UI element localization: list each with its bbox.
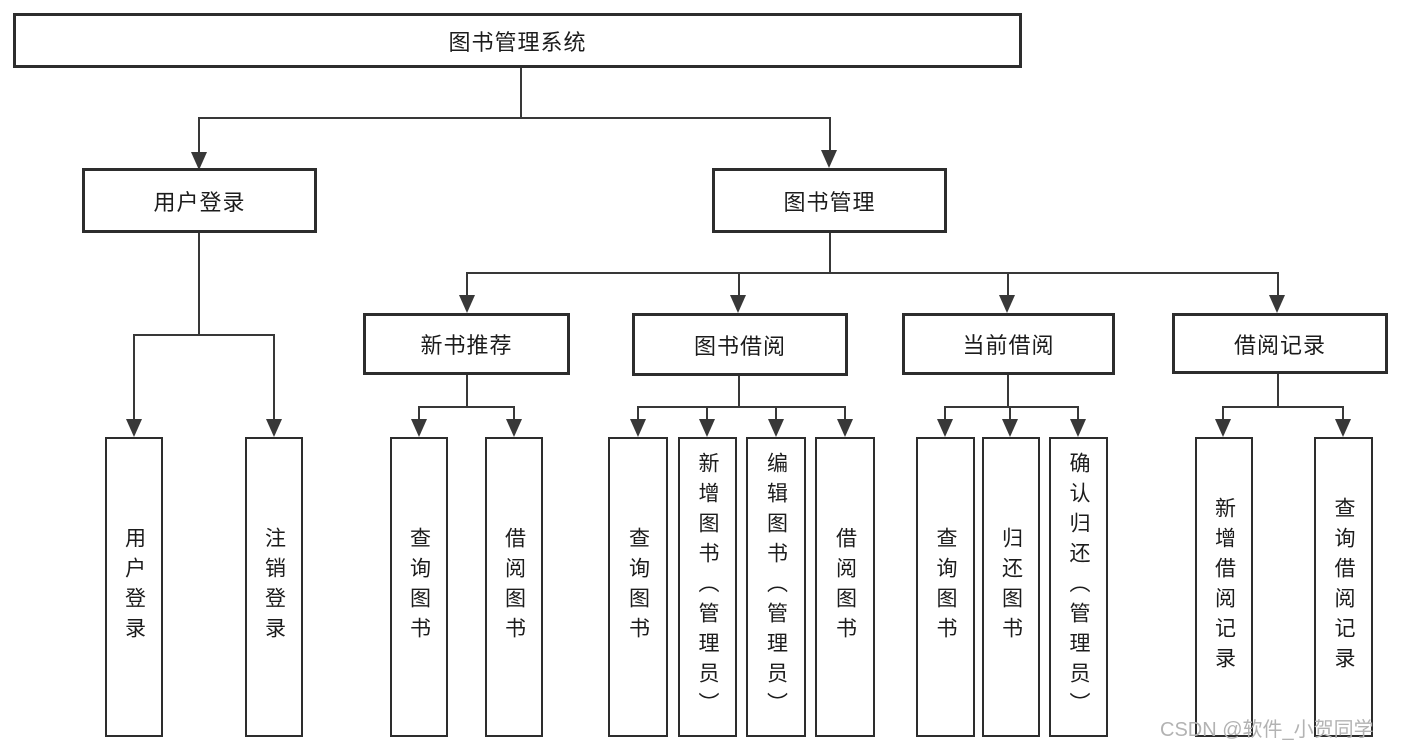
connector-line bbox=[1007, 373, 1009, 408]
connector-line bbox=[1277, 272, 1279, 300]
arrowhead-down-icon bbox=[999, 295, 1015, 313]
arrowhead-down-icon bbox=[459, 295, 475, 313]
leaf-label: 查询图书 bbox=[407, 527, 431, 647]
connector-line bbox=[466, 272, 1279, 274]
connector-line bbox=[198, 117, 831, 119]
leaf-label: 注销登录 bbox=[262, 527, 286, 647]
arrowhead-down-icon bbox=[191, 152, 207, 170]
connector-line bbox=[520, 66, 522, 118]
connector-line bbox=[944, 406, 1079, 408]
arrowhead-down-icon bbox=[699, 419, 715, 437]
arrowhead-down-icon bbox=[1215, 419, 1231, 437]
leaf-label: 确认归还（管理员） bbox=[1067, 452, 1090, 722]
leaf-label: 用户登录 bbox=[122, 527, 146, 647]
csdn-watermark: CSDN @软件_小贺同学 bbox=[1160, 719, 1374, 741]
arrowhead-down-icon bbox=[837, 419, 853, 437]
connector-line bbox=[418, 406, 515, 408]
node-leaf-logout: 注销登录 bbox=[245, 437, 303, 737]
node-leaf-confirm-return-admin: 确认归还（管理员） bbox=[1049, 437, 1108, 737]
connector-line bbox=[513, 406, 515, 424]
connector-line bbox=[1009, 406, 1011, 424]
leaf-label: 查询图书 bbox=[626, 527, 650, 647]
node-book-management: 图书管理 bbox=[712, 168, 947, 233]
arrowhead-down-icon bbox=[506, 419, 522, 437]
arrowhead-down-icon bbox=[266, 419, 282, 437]
connector-line bbox=[829, 117, 831, 154]
node-new-book-recommend: 新书推荐 bbox=[363, 313, 570, 375]
connector-line bbox=[829, 231, 831, 274]
node-leaf-return-books: 归还图书 bbox=[982, 437, 1040, 737]
arrowhead-down-icon bbox=[937, 419, 953, 437]
leaf-label: 借阅图书 bbox=[833, 527, 857, 647]
leaf-label: 查询图书 bbox=[934, 527, 957, 647]
arrowhead-down-icon bbox=[1269, 295, 1285, 313]
leaf-label: 查询借阅记录 bbox=[1332, 497, 1355, 677]
connector-line bbox=[133, 334, 275, 336]
leaf-label: 借阅图书 bbox=[502, 527, 526, 647]
connector-line bbox=[198, 117, 200, 155]
connector-line bbox=[1277, 372, 1279, 408]
node-book-borrow: 图书借阅 bbox=[632, 313, 848, 376]
arrowhead-down-icon bbox=[730, 295, 746, 313]
connector-line bbox=[198, 231, 200, 336]
connector-line bbox=[1342, 406, 1344, 424]
arrowhead-down-icon bbox=[126, 419, 142, 437]
arrowhead-down-icon bbox=[630, 419, 646, 437]
connector-line bbox=[738, 374, 740, 408]
arrowhead-down-icon bbox=[1070, 419, 1086, 437]
connector-line bbox=[466, 373, 468, 408]
connector-line bbox=[1222, 406, 1224, 424]
arrowhead-down-icon bbox=[768, 419, 784, 437]
arrowhead-down-icon bbox=[411, 419, 427, 437]
connector-line bbox=[133, 334, 135, 424]
connector-line bbox=[637, 406, 846, 408]
node-current-borrow: 当前借阅 bbox=[902, 313, 1115, 375]
connector-line bbox=[1007, 272, 1009, 300]
node-leaf-borrow-books-recommend: 借阅图书 bbox=[485, 437, 543, 737]
connector-line bbox=[775, 406, 777, 424]
node-leaf-query-books-recommend: 查询图书 bbox=[390, 437, 448, 737]
connector-line bbox=[418, 406, 420, 424]
connector-line bbox=[466, 272, 468, 300]
node-leaf-user-login: 用户登录 bbox=[105, 437, 163, 737]
arrowhead-down-icon bbox=[1002, 419, 1018, 437]
node-leaf-query-books-borrow: 查询图书 bbox=[608, 437, 668, 737]
leaf-label: 归还图书 bbox=[999, 527, 1023, 647]
node-leaf-query-books-current: 查询图书 bbox=[916, 437, 975, 737]
node-borrow-records: 借阅记录 bbox=[1172, 313, 1388, 374]
leaf-label: 新增借阅记录 bbox=[1212, 497, 1236, 677]
node-leaf-query-borrow-record: 查询借阅记录 bbox=[1314, 437, 1373, 737]
node-book-management-system: 图书管理系统 bbox=[13, 13, 1022, 68]
connector-line bbox=[738, 272, 740, 300]
connector-line bbox=[706, 406, 708, 424]
connector-line bbox=[844, 406, 846, 424]
arrowhead-down-icon bbox=[1335, 419, 1351, 437]
node-leaf-edit-book-admin: 编辑图书（管理员） bbox=[746, 437, 806, 737]
node-leaf-add-book-admin: 新增图书（管理员） bbox=[678, 437, 737, 737]
node-leaf-borrow-books: 借阅图书 bbox=[815, 437, 875, 737]
connector-line bbox=[944, 406, 946, 424]
leaf-label: 新增图书（管理员） bbox=[696, 452, 719, 722]
connector-line bbox=[1077, 406, 1079, 424]
arrowhead-down-icon bbox=[821, 150, 837, 168]
node-user-login: 用户登录 bbox=[82, 168, 317, 233]
connector-line bbox=[1222, 406, 1344, 408]
connector-line bbox=[637, 406, 639, 424]
node-leaf-add-borrow-record: 新增借阅记录 bbox=[1195, 437, 1253, 737]
leaf-label: 编辑图书（管理员） bbox=[764, 452, 788, 722]
connector-line bbox=[273, 334, 275, 424]
